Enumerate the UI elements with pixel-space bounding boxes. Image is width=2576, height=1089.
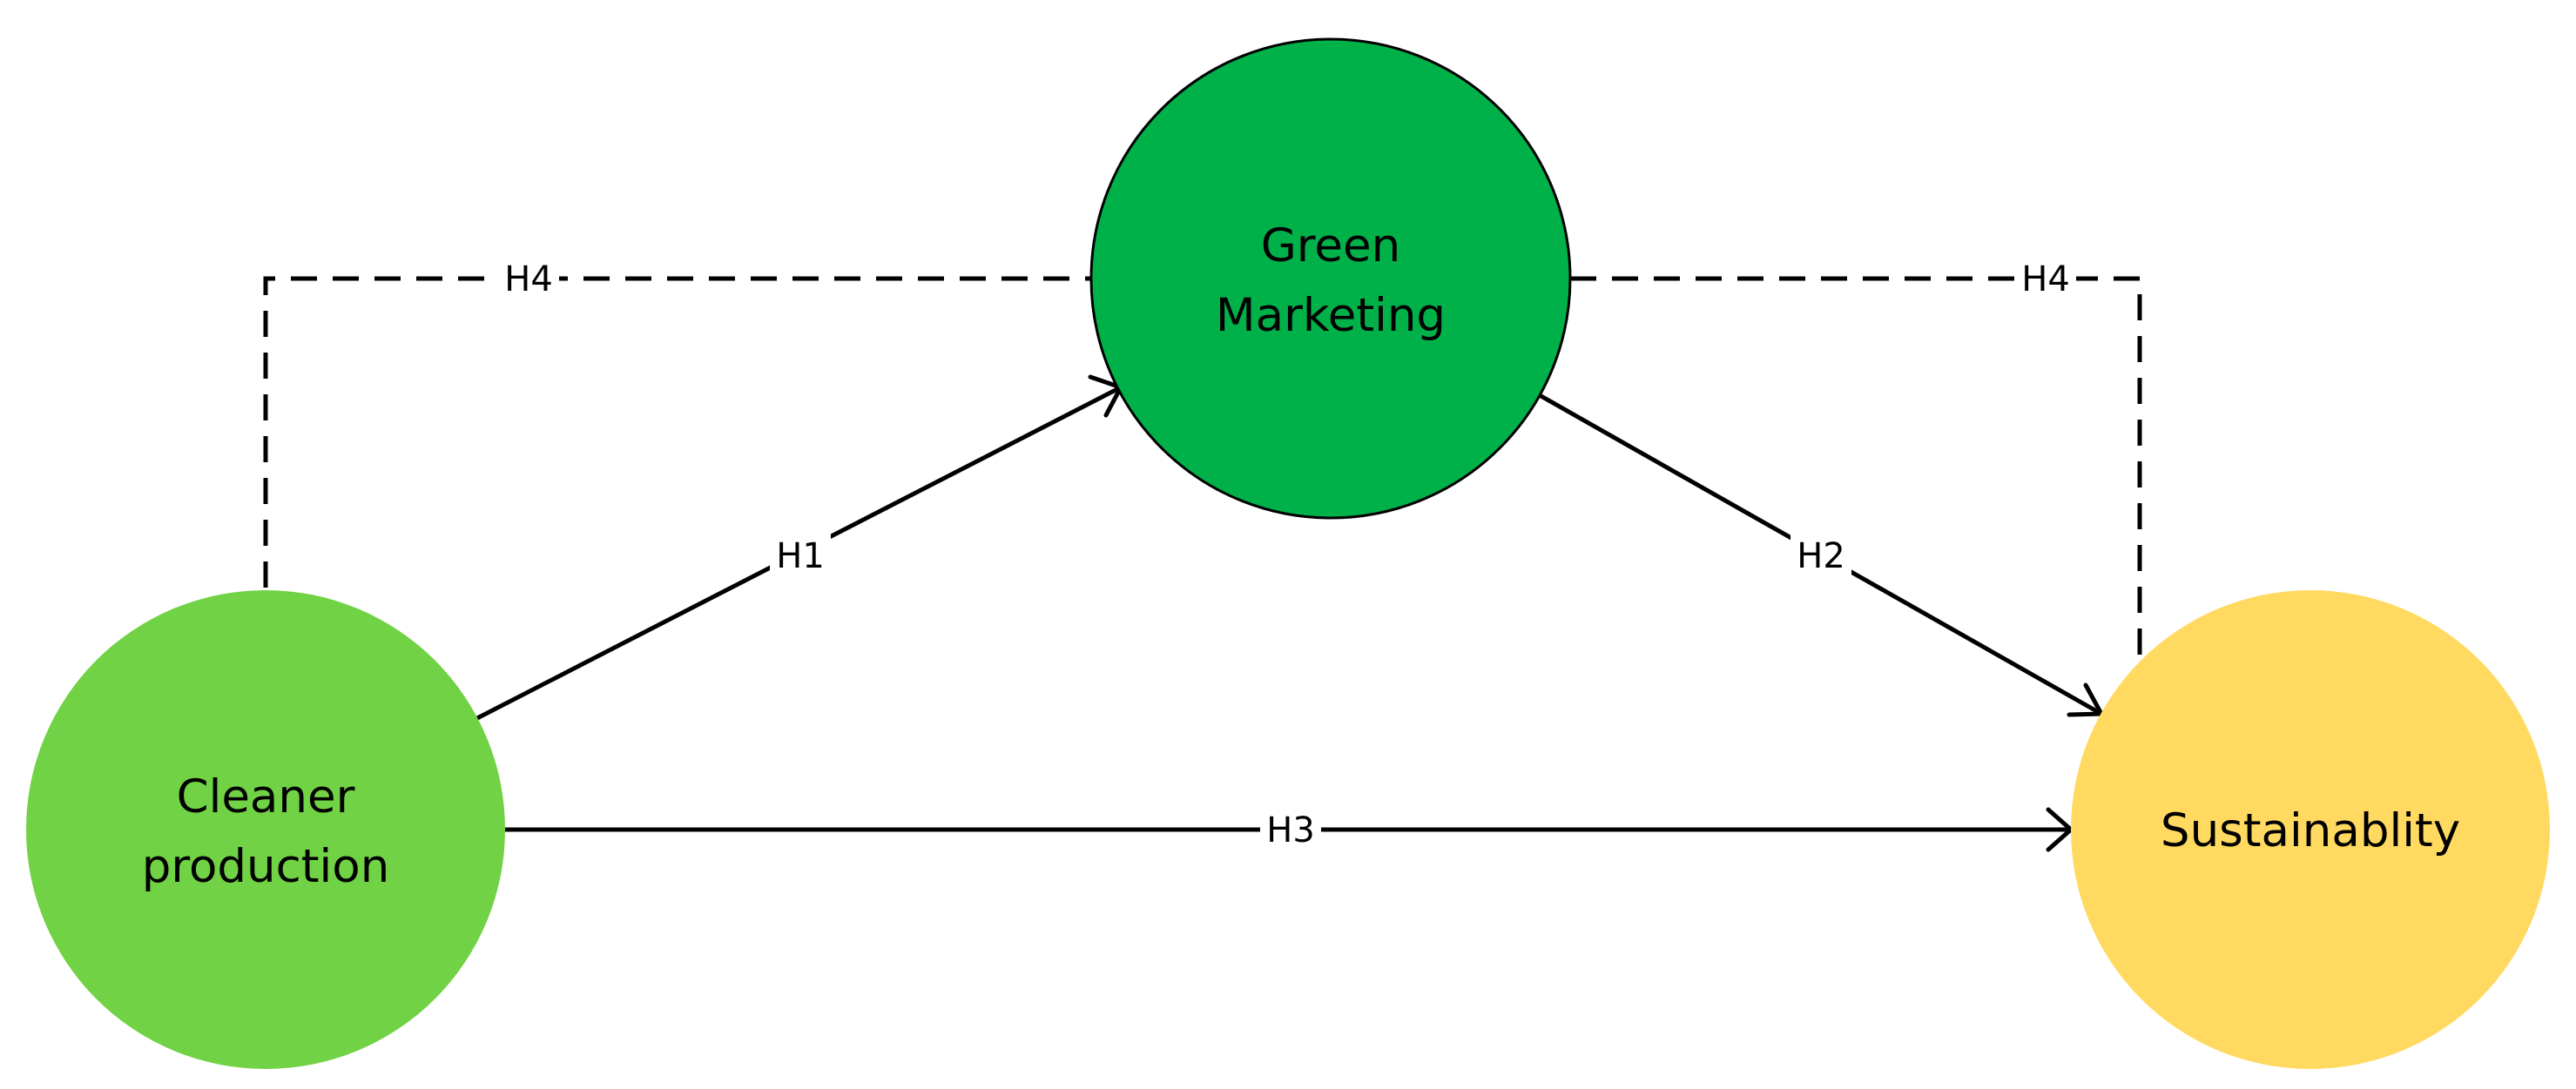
node-cleaner-production <box>26 590 505 1069</box>
node-green-marketing <box>1089 37 1572 520</box>
edge-h1-label: H1 <box>776 536 825 576</box>
node-sustainability <box>2071 590 2550 1069</box>
node-sustainability-label: Sustainablity <box>2161 804 2460 857</box>
edge-h4-right-label-bg <box>2015 256 2076 301</box>
node-cleaner-production-label-line2: production <box>142 840 390 893</box>
node-green-marketing-label-line1: Green <box>1261 219 1401 272</box>
edge-h2-label-bg <box>1790 533 1851 578</box>
edge-h4-right-label: H4 <box>2021 259 2070 299</box>
edge-h4-left-path <box>263 276 1093 588</box>
edge-h3-label-bg <box>1260 807 1321 852</box>
node-green-marketing-label-line2: Marketing <box>1216 289 1446 342</box>
edge-h4-right-path <box>1570 276 2142 666</box>
edge-h1-label-bg <box>770 533 831 578</box>
edge-h3-label: H3 <box>1266 810 1315 850</box>
edge-h4-left-label: H4 <box>504 259 553 299</box>
edge-h2-label: H2 <box>1797 536 1845 576</box>
node-cleaner-production-label-line1: Cleaner <box>177 770 355 823</box>
edge-h4-left-label-bg <box>498 256 559 301</box>
